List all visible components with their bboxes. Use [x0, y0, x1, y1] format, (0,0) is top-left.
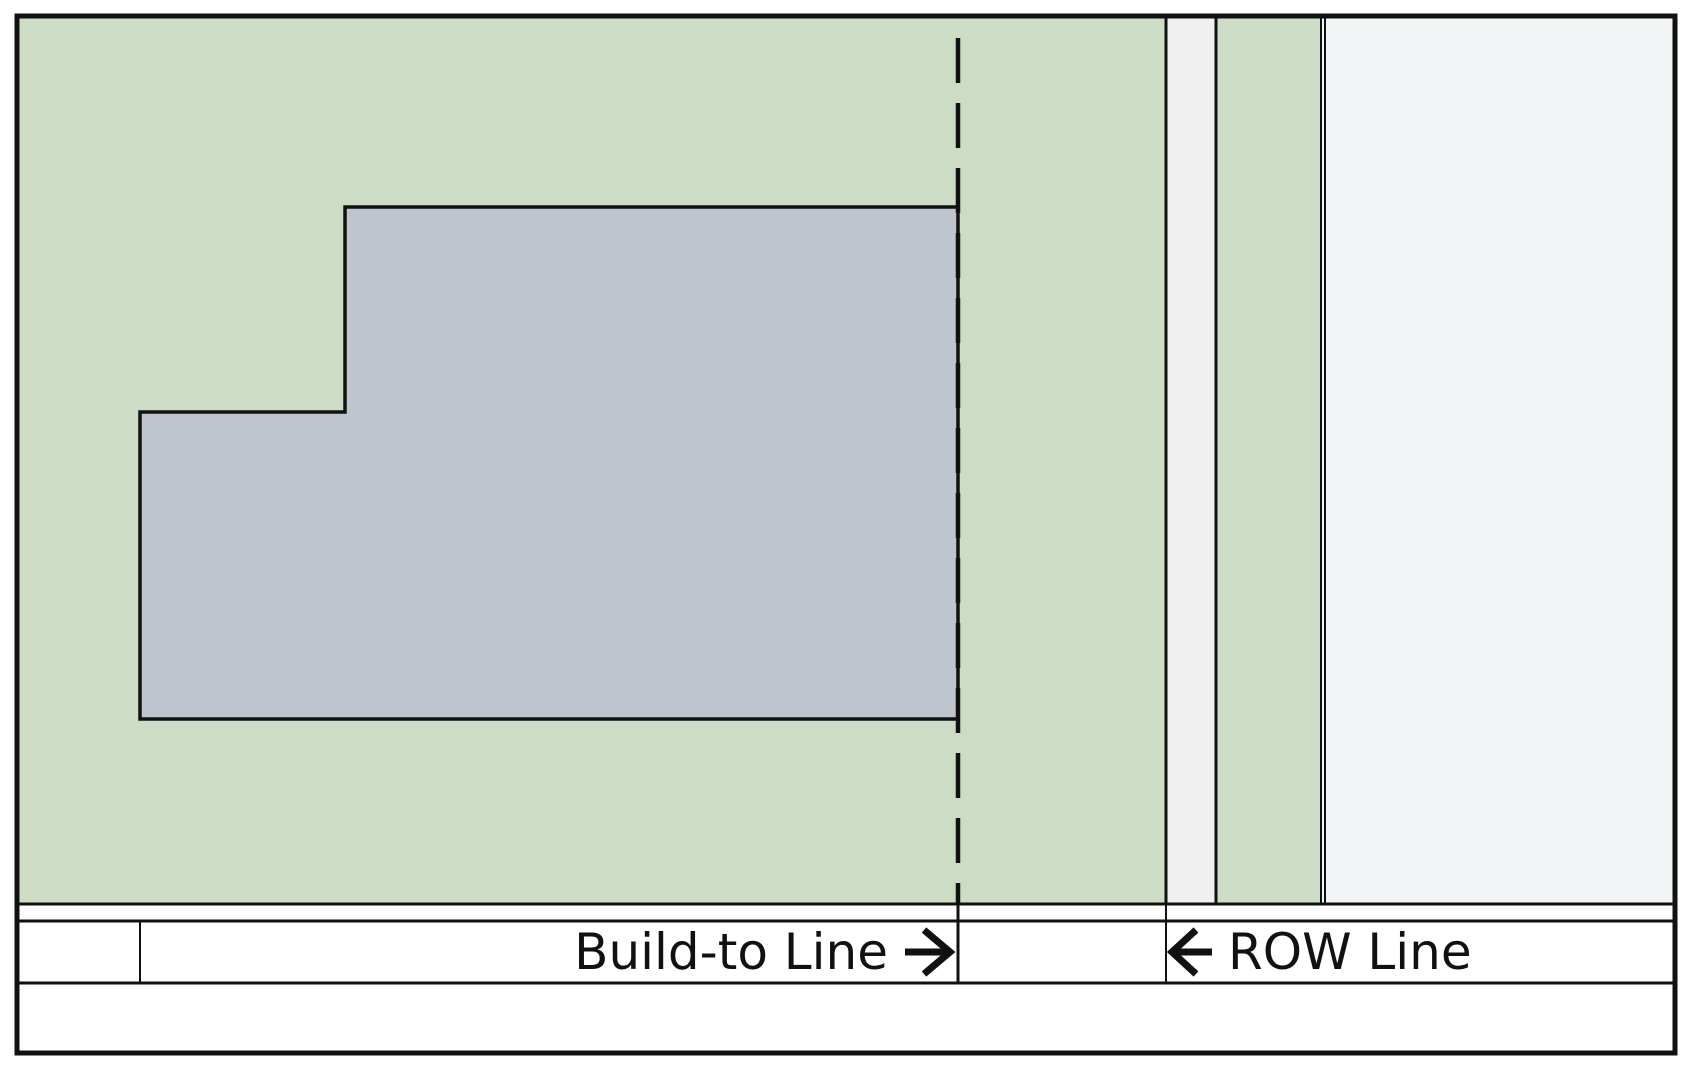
- planting-strip: [1216, 16, 1321, 904]
- build-to-line-label: Build-to Line: [574, 923, 888, 981]
- street-area: [1322, 16, 1675, 904]
- row-line-label: ROW Line: [1228, 923, 1472, 981]
- arrow-left-icon: [1166, 927, 1212, 977]
- arrow-right-icon: [905, 927, 956, 977]
- outer-frame: [14, 13, 1678, 1056]
- sidewalk-strip: [1166, 16, 1216, 904]
